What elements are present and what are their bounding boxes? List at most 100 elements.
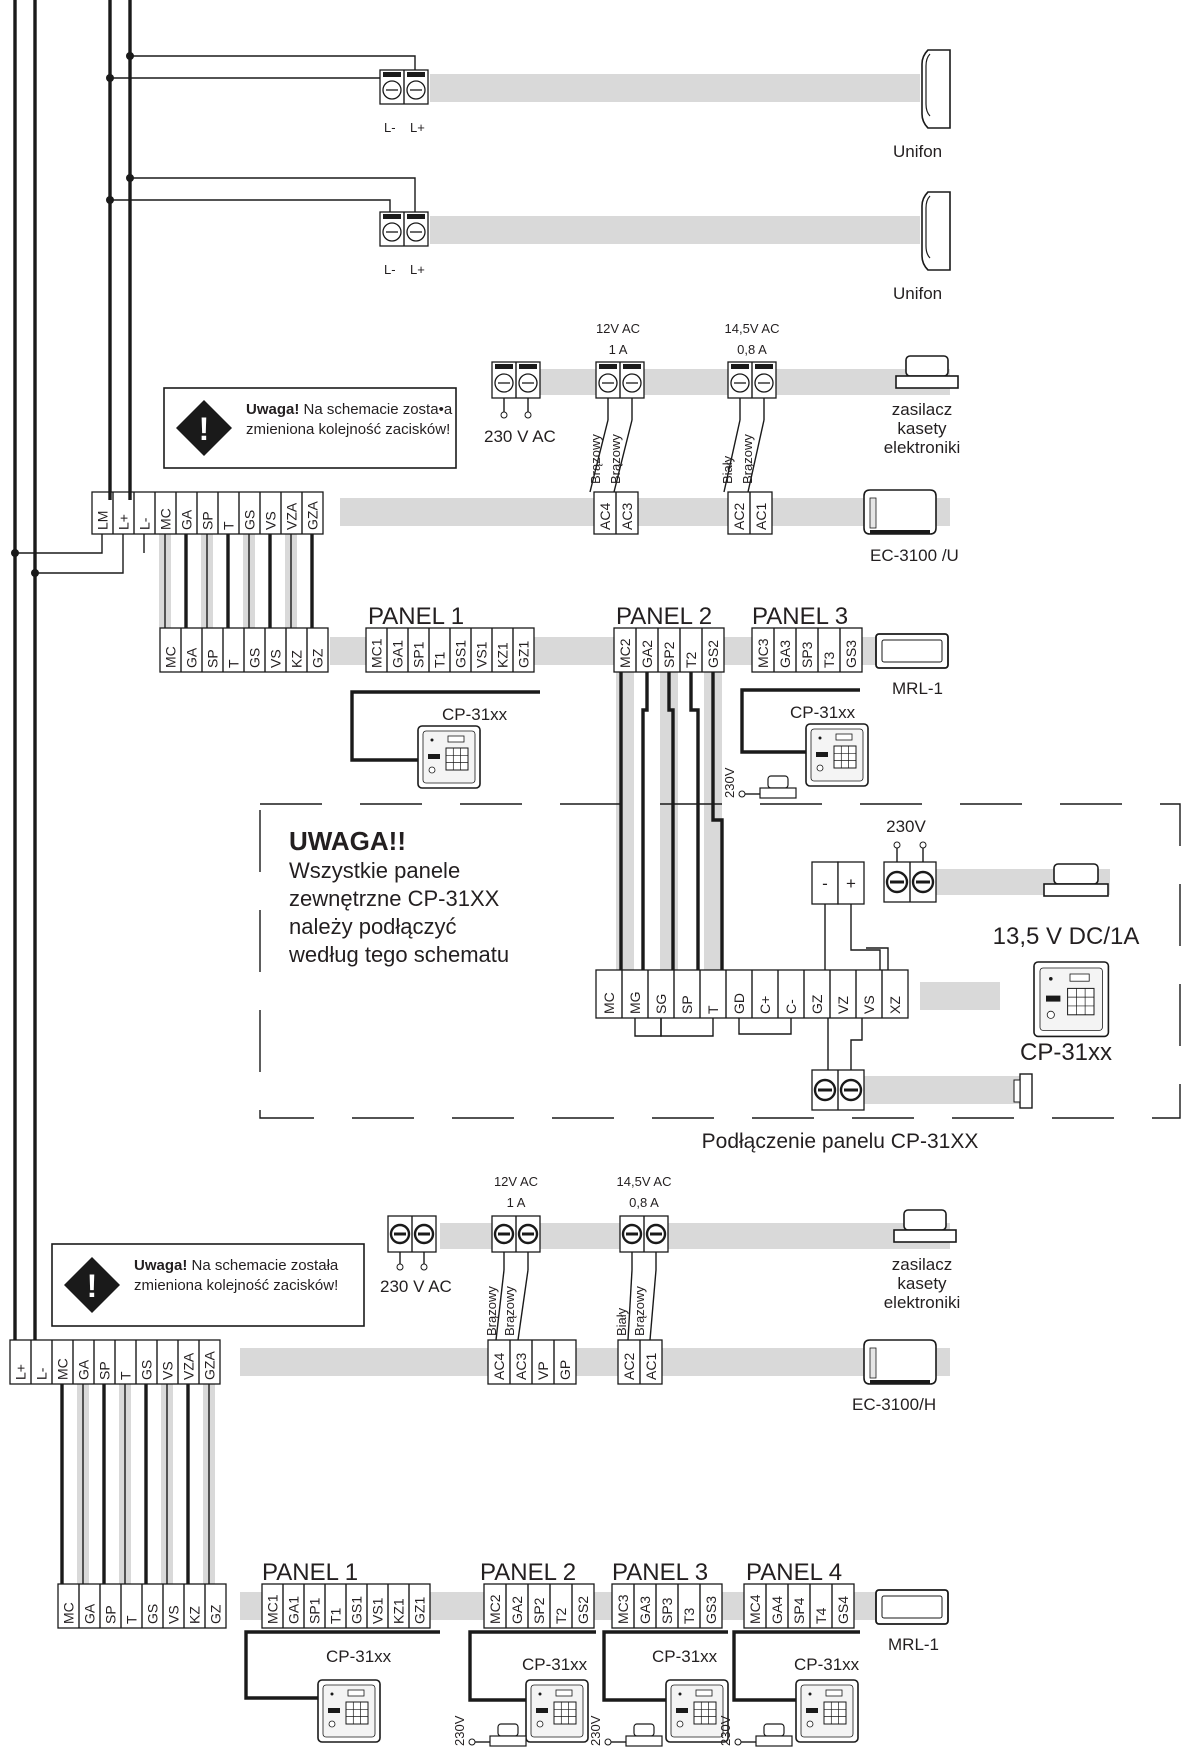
voltage-label: 230V (722, 767, 737, 798)
unifon-terminal-label: L+ (410, 262, 425, 277)
ac-230-label: 230 V AC (484, 427, 556, 446)
warning-icon (176, 400, 232, 456)
ac-230-terminal (883, 861, 937, 903)
current-08a-label: 0,8 A (737, 342, 767, 357)
panel-display (825, 1689, 843, 1697)
terminal-label: T2 (553, 1607, 569, 1624)
unifon-terminal (379, 211, 429, 247)
terminal-label: T (124, 1615, 140, 1624)
terminal-label: KZ (187, 1606, 203, 1624)
plug-pin-icon (500, 411, 508, 419)
electronics-module-icon (863, 1339, 937, 1385)
unifon-terminal-label: L- (384, 262, 396, 277)
cp-label: CP-31xx (522, 1655, 588, 1674)
adapter-top (763, 1723, 785, 1737)
adapter-top (633, 1723, 655, 1737)
lock-wire (850, 1018, 863, 1070)
dc-plus-terminal (837, 861, 865, 905)
unifon-wire (110, 199, 391, 212)
terminal-label: MC (55, 1358, 71, 1380)
adapter-icon (755, 1723, 793, 1747)
terminal-label: SP1 (307, 1597, 323, 1624)
cable-band (920, 982, 1000, 1010)
unifon-handset-icon (921, 49, 951, 129)
adapter-base (759, 787, 797, 799)
bottom-panel2-cable (468, 1630, 526, 1702)
unifon-label: Unifon (893, 284, 942, 303)
bus-connection (35, 534, 124, 574)
current-1a-label-h: 1 A (507, 1195, 526, 1210)
terminal-label: KZ1 (495, 642, 511, 668)
panel-camera (1049, 977, 1053, 981)
terminal-label: GZ1 (516, 641, 532, 668)
electronics-module-icon (863, 489, 937, 535)
panel1-title: PANEL 1 (368, 603, 464, 630)
detail-230v-label: 230V (886, 817, 926, 836)
terminal-label: MC3 (615, 1594, 631, 1624)
plug-pin-icon (738, 790, 746, 798)
unifon-handset (925, 195, 931, 259)
ec-3100-u-label: EC-3100 /U (870, 546, 959, 565)
voltage-12v-label: 12V AC (596, 321, 640, 336)
psu-label-line3: elektroniki (884, 438, 961, 457)
panel2-title: PANEL 2 (616, 603, 712, 630)
bottom-panel4-cable (732, 1630, 796, 1702)
bus-connection (15, 534, 103, 554)
terminal-label: T1 (432, 651, 448, 668)
panel-display (1069, 973, 1090, 982)
panel-speaker (806, 1720, 814, 1728)
warning-bold: Uwaga! (246, 401, 299, 418)
plug-pin-icon (396, 1263, 404, 1271)
psu-base (1043, 883, 1109, 897)
panel-speaker (328, 1720, 336, 1728)
terminal-label: GS (247, 648, 263, 668)
terminal-label: GZA (202, 1351, 218, 1380)
terminal-label: L+ (13, 1364, 29, 1380)
terminal-label: KZ1 (391, 1598, 407, 1624)
terminal-label: GA (76, 1359, 92, 1380)
wire-color-label: Biały (614, 1307, 629, 1336)
mrl-face (881, 639, 943, 663)
adapter-icon (625, 1723, 663, 1747)
lock-terminal (811, 1069, 865, 1111)
terminal-label: T (221, 521, 237, 530)
terminal-label: C+ (757, 996, 773, 1014)
bottom-panel3-title: PANEL 3 (612, 1559, 708, 1586)
terminal-label: L- (137, 517, 153, 530)
adapter-icon (759, 775, 797, 799)
notice-line: należy podłączyć (289, 914, 457, 939)
exclamation-mark: ! (199, 411, 210, 447)
panel-keypad (823, 1701, 847, 1725)
ac-12v-terminal-h (491, 1215, 541, 1253)
panel-speaker (428, 766, 436, 774)
terminal-label: SP3 (799, 641, 815, 668)
panel3-cable (740, 688, 806, 754)
cp-label: CP-31xx (442, 705, 508, 724)
panel-display (447, 735, 465, 743)
terminal-label: MC2 (487, 1594, 503, 1624)
ec-3100-h-label: EC-3100/H (852, 1395, 936, 1414)
panel-camera (430, 738, 434, 742)
terminal-label: AC4 (491, 1353, 507, 1380)
voltage-145v-label-h: 14,5V AC (617, 1174, 672, 1189)
terminal-label: AC2 (621, 1353, 637, 1380)
detail-band (660, 672, 678, 970)
notice-line: Wszystkie panele (289, 858, 460, 883)
cp-panel-icon (665, 1679, 729, 1743)
bottom-panel2-title: PANEL 2 (480, 1559, 576, 1586)
cable-band (860, 1076, 1020, 1104)
unifon-label: Unifon (893, 142, 942, 161)
warning-rest: Na schemacie zosta•a (299, 401, 452, 418)
panel-display (835, 733, 853, 741)
ac-terminal (491, 361, 541, 399)
terminal-label: AC2 (731, 503, 747, 530)
terminal-label: SP1 (411, 641, 427, 668)
cable-band (430, 216, 920, 244)
terminal-strip-body (751, 627, 863, 673)
unifon-handset (925, 53, 931, 117)
terminal-label: SP (103, 1605, 119, 1624)
